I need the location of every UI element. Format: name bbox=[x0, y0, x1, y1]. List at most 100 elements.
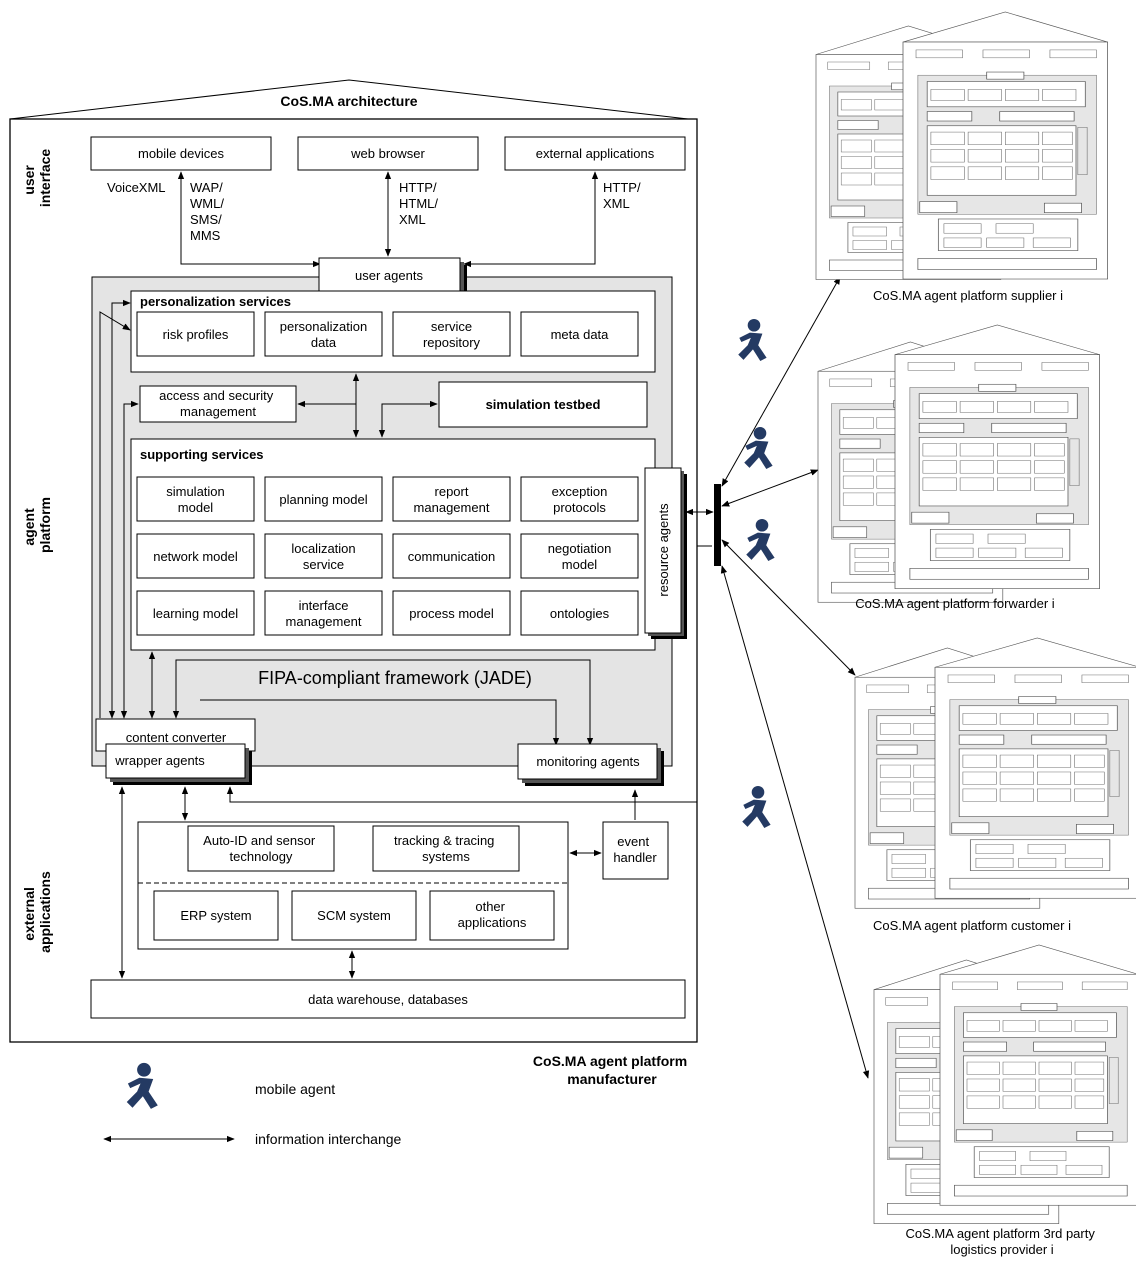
external-applications-box: external applications bbox=[504, 136, 686, 171]
layer-label-agent-platform: agent platform bbox=[21, 497, 53, 553]
supporting-service-item-label: learning model bbox=[153, 606, 238, 621]
personalization-item-line: service bbox=[431, 319, 472, 334]
mobile-agent-icon bbox=[738, 318, 767, 361]
protocol-line: MMS bbox=[190, 228, 221, 243]
mobile-devices-label: mobile devices bbox=[138, 146, 224, 161]
arrow-testbed-link bbox=[378, 400, 438, 438]
supporting-service-item-line: network model bbox=[153, 549, 238, 564]
tracking-label: tracking & tracing systems bbox=[394, 833, 498, 864]
layer-label-line: platform bbox=[37, 497, 53, 553]
partner-supplier-thumbnail bbox=[815, 11, 1108, 280]
framework-label: FIPA-compliant framework (JADE) bbox=[258, 668, 532, 688]
resource-agents-label: resource agents bbox=[656, 503, 671, 597]
tracking-line: systems bbox=[422, 849, 470, 864]
protocol-external: HTTP/ XML bbox=[603, 180, 644, 211]
supporting-service-item-label: ontologies bbox=[550, 606, 610, 621]
supporting-service-item-line: ontologies bbox=[550, 606, 610, 621]
platform-caption-line: CoS.MA agent platform bbox=[533, 1053, 687, 1069]
supporting-service-item: network model bbox=[136, 533, 255, 579]
auto-id-label: Auto-ID and sensor technology bbox=[203, 833, 319, 864]
partner-forwarder-thumbnail bbox=[817, 324, 1100, 603]
arrow-to-forwarder bbox=[721, 469, 819, 507]
supporting-service-item-line: management bbox=[414, 500, 490, 515]
arrow-to-3pl bbox=[720, 565, 870, 1079]
supporting-service-item-label: communication bbox=[408, 549, 495, 564]
supporting-services-title: supporting services bbox=[140, 447, 264, 462]
partner-3pl-caption-line: CoS.MA agent platform 3rd party bbox=[906, 1226, 1096, 1241]
monitoring-agents-box: monitoring agents bbox=[517, 743, 664, 786]
mobile-agent-icon bbox=[746, 518, 775, 561]
gateway-bar bbox=[714, 484, 721, 566]
arrow-left-access bbox=[120, 400, 139, 719]
simulation-testbed-box: simulation testbed bbox=[438, 381, 648, 428]
auto-id-line: Auto-ID and sensor bbox=[203, 833, 316, 848]
protocol-line: XML bbox=[399, 212, 426, 227]
layer-label-user-interface: user interface bbox=[21, 149, 53, 208]
arrow-wrapper-gateway bbox=[226, 545, 712, 803]
personalization-item-line: data bbox=[311, 335, 337, 350]
protocol-line: WAP/ bbox=[190, 180, 223, 195]
erp-label: ERP system bbox=[180, 908, 251, 923]
arrow-to-supplier bbox=[721, 276, 841, 487]
layer-label-line: interface bbox=[37, 149, 53, 208]
resource-agents-box: resource agents bbox=[644, 467, 687, 639]
access-security-label: access and security management bbox=[159, 388, 277, 419]
arrow-left-pers bbox=[99, 311, 131, 718]
layer-label-line: user bbox=[21, 165, 37, 195]
arrow-monitoring-link bbox=[200, 699, 560, 746]
access-security-line: access and security bbox=[159, 388, 274, 403]
content-converter-label: content converter bbox=[126, 730, 227, 745]
scm-box: SCM system bbox=[291, 890, 417, 941]
supporting-service-item-line: localization bbox=[291, 541, 355, 556]
arrow-converter-monitoring bbox=[172, 659, 594, 746]
personalization-item-label: risk profiles bbox=[163, 327, 229, 342]
other-applications-box: other applications bbox=[429, 890, 555, 941]
protocol-web: HTTP/ HTML/ XML bbox=[399, 180, 442, 227]
supporting-service-item-line: model bbox=[562, 557, 598, 572]
event-handler-line: event bbox=[617, 834, 649, 849]
personalization-item-label: meta data bbox=[551, 327, 610, 342]
supporting-service-item-label: planning model bbox=[279, 492, 367, 507]
other-applications-label: other applications bbox=[458, 899, 527, 930]
legend-mobile-agent-icon bbox=[126, 1062, 158, 1109]
monitoring-agents-label: monitoring agents bbox=[536, 754, 640, 769]
auto-id-line: technology bbox=[230, 849, 293, 864]
partner-3pl-caption: CoS.MA agent platform 3rd party logistic… bbox=[906, 1226, 1099, 1257]
supporting-service-item-line: report bbox=[435, 484, 469, 499]
event-handler-box: event handler bbox=[602, 821, 669, 880]
supporting-service-item: communication bbox=[392, 533, 511, 579]
supporting-service-item-line: model bbox=[178, 500, 214, 515]
supporting-service-item: ontologies bbox=[520, 590, 639, 636]
web-browser-label: web browser bbox=[350, 146, 425, 161]
event-handler-line: handler bbox=[613, 850, 657, 865]
partner-customer-caption: CoS.MA agent platform customer i bbox=[873, 918, 1071, 933]
supporting-service-item-label: process model bbox=[409, 606, 494, 621]
supporting-service-item-line: planning model bbox=[279, 492, 367, 507]
personalization-services-title: personalization services bbox=[140, 294, 291, 309]
access-security-line: management bbox=[180, 404, 256, 419]
supporting-service-item-line: learning model bbox=[153, 606, 238, 621]
protocol-line: WML/ bbox=[190, 196, 224, 211]
tracking-line: tracking & tracing bbox=[394, 833, 494, 848]
supporting-service-item-line: simulation bbox=[166, 484, 225, 499]
partner-customer-thumbnail bbox=[854, 637, 1136, 909]
mobile-agent-icon bbox=[742, 785, 771, 828]
supporting-service-item-line: negotiation bbox=[548, 541, 612, 556]
personalization-item-line: personalization bbox=[280, 319, 367, 334]
legend-mobile-agent-label: mobile agent bbox=[255, 1081, 335, 1097]
tracking-box: tracking & tracing systems bbox=[372, 825, 520, 872]
personalization-item-line: repository bbox=[423, 335, 481, 350]
protocol-line: XML bbox=[603, 196, 630, 211]
legend-info-interchange-label: information interchange bbox=[255, 1131, 402, 1147]
architecture-title: CoS.MA architecture bbox=[280, 93, 417, 109]
